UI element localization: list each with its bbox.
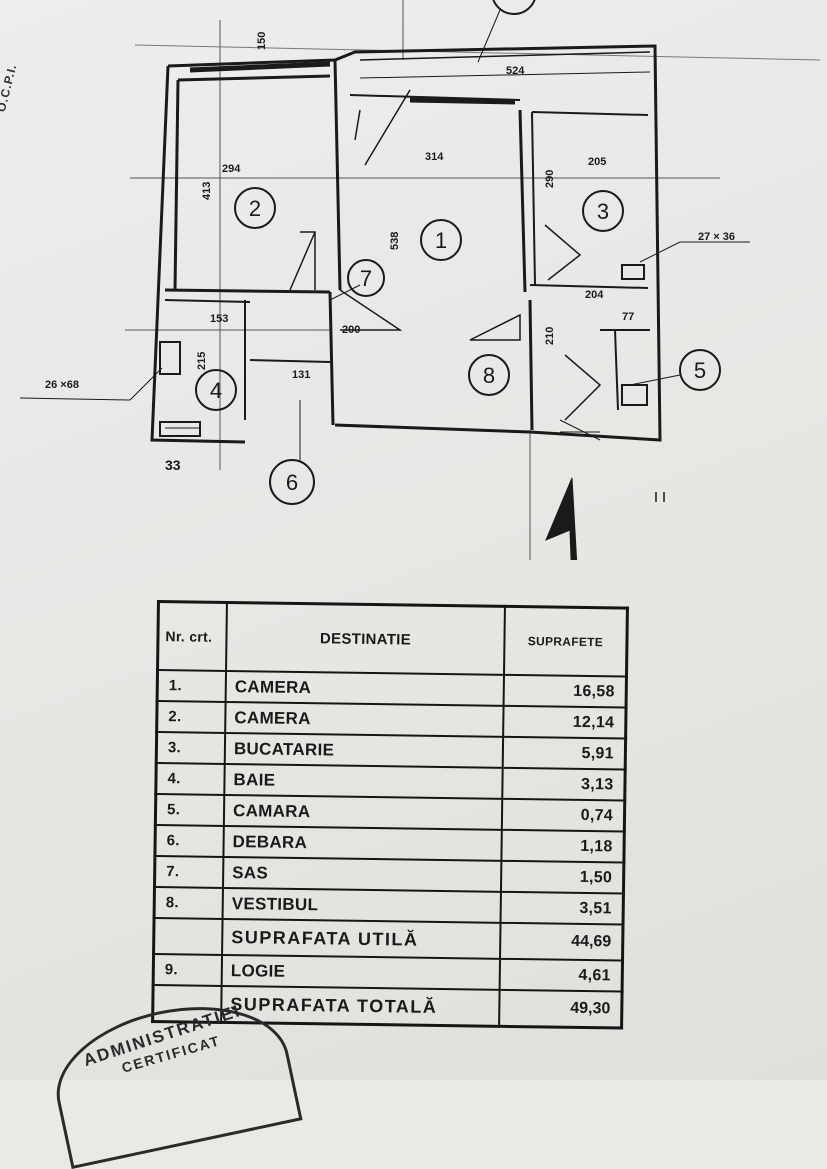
room-markers [195,0,721,505]
row-nr: 1. [157,670,227,702]
row-name: DEBARA [223,825,502,861]
dim-290: 290 [544,170,556,188]
row-name: CAMERA [225,670,504,706]
totala-area: 49,30 [499,989,623,1029]
row-area: 4,61 [499,958,623,992]
room-circle-7 [347,259,385,297]
row-nr: 3. [156,732,226,764]
room-number-5: 5 [694,358,706,383]
room-number-1: 1 [435,228,447,253]
row-area: 0,74 [501,798,625,832]
header-destinatie: DESTINATIE [226,602,505,675]
dim-27x36: 27 × 36 [698,231,735,243]
row-name: CAMERA [225,701,504,737]
dim-524: 524 [506,65,525,77]
row-area: 12,14 [503,705,627,739]
room-circle-2 [234,187,276,229]
dim-131: 131 [292,369,310,381]
document-sheet [0,0,827,1080]
row-nr: 7. [154,855,224,888]
dim-77: 77 [622,311,634,323]
dim-200: 200 [342,324,360,336]
utila-label: SUPRAFATA UTILĂ [222,918,501,959]
row-nr: 4. [155,763,225,795]
row-name: CAMARA [223,794,503,830]
row-nr: 5. [155,794,225,826]
utila-area: 44,69 [500,922,624,961]
header-suprafete: SUPRAFETE [503,606,628,677]
room-circle-5 [679,349,721,391]
row-nr: 6. [154,824,224,857]
room-number-3: 3 [597,199,609,224]
dim-205: 205 [588,156,606,168]
dim-538: 538 [389,232,401,250]
room-number-6: 6 [286,470,298,495]
header-nr: Nr. crt. [157,601,227,671]
row-name: VESTIBUL [222,887,501,923]
row-area: 3,13 [502,767,626,801]
row-name: BAIE [224,763,503,799]
dim-294: 294 [222,163,241,175]
room-number-7: 7 [360,266,372,291]
dim-314: 314 [425,151,444,163]
plan-dimensions: 294 314 205 204 27 × 36 26 ×68 33 153 13… [45,32,735,473]
room-circle-top [492,0,536,15]
row-area: 3,51 [500,891,624,925]
room-circle-1 [420,219,462,261]
room-number-4: 4 [210,378,222,403]
dim-413: 413 [201,182,213,200]
row-area: 16,58 [503,674,627,708]
room-number-2: 2 [249,196,261,221]
row-area: 1,50 [500,860,624,894]
room-number-8: 8 [483,363,495,388]
row-nr: 9. [153,953,223,986]
row-name: SAS [222,856,502,892]
row-nr: 2. [156,701,226,733]
room-circle-4 [195,369,237,411]
row-nr: 8. [154,886,223,919]
dim-150: 150 [256,32,268,50]
dim-33: 33 [165,457,181,473]
dim-215: 215 [196,352,208,370]
row-name: LOGIE [221,954,501,990]
row-area: 5,91 [502,736,626,770]
dim-153: 153 [210,313,228,325]
dim-26x68: 26 ×68 [45,379,79,391]
room-circle-8 [468,354,510,396]
row-name: BUCATARIE [224,732,504,768]
dim-204: 204 [585,289,604,301]
table-header-row: Nr. crt. DESTINATIE SUPRAFETE [157,601,628,677]
room-numbers: 2 1 3 4 5 6 7 8 [210,196,706,495]
dim-210: 210 [544,327,556,345]
area-table: Nr. crt. DESTINATIE SUPRAFETE 1. CAMERA … [151,600,629,1030]
floor-plan: 2 1 3 4 5 6 7 8 294 314 205 204 27 × 36 … [19,0,821,560]
room-circle-3 [582,190,624,232]
room-circle-6 [269,459,315,505]
plan-linework [19,0,821,560]
row-area: 1,18 [501,829,625,863]
row-nr-empty [153,917,223,955]
totala-label: SUPRAFATA TOTALĂ [221,985,500,1027]
